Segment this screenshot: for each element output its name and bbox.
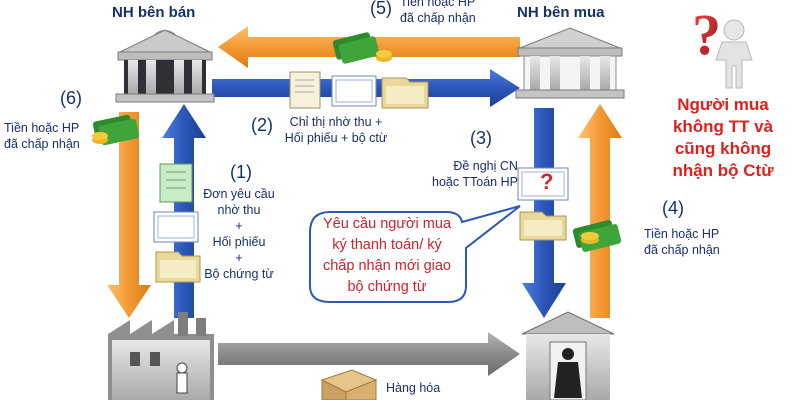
step-2-label: Chỉ thị nhờ thu + Hối phiếu + bộ ctừ — [284, 115, 388, 145]
step-4-label: Tiền hoặc HP đã chấp nhận — [644, 227, 720, 257]
money-icon — [572, 220, 622, 252]
folder-icon — [519, 211, 567, 241]
bill-of-exchange-icon — [153, 211, 199, 243]
step-5-number: (5) — [370, 0, 392, 18]
callout-bubble — [309, 205, 521, 303]
step-4-number: (4) — [662, 198, 684, 218]
step-1-label: Đơn yêu cầu nhờ thu + Hối phiếu + Bộ chứ… — [203, 187, 275, 281]
step-1-number: (1) — [230, 162, 252, 182]
seller-factory-icon — [108, 312, 214, 400]
bill-of-exchange-icon: ? — [517, 167, 569, 201]
bill-of-exchange-icon — [331, 75, 377, 107]
goods-label: Hàng hóa — [386, 381, 441, 395]
step-6-label: Tiền hoặc HP đã chấp nhận — [4, 121, 80, 151]
goods-box-icon — [320, 369, 378, 400]
folder-icon — [155, 251, 201, 283]
callout-text: Yêu cầu người mua ký thanh toán/ ký chấp… — [322, 216, 452, 295]
step-5-label: Tiền hoặc HP đã chấp nhận — [400, 0, 476, 25]
document-icon — [289, 71, 321, 109]
arrow-3-request-to-buyer — [522, 108, 566, 318]
seller-bank-label: NH bên bán — [112, 4, 196, 21]
step-3-label: Đề nghị CN hoặc TToán HP — [432, 159, 518, 189]
folder-icon — [381, 77, 429, 109]
arrow-1-request-to-seller-bank — [162, 104, 206, 318]
svg-text:?: ? — [540, 169, 553, 194]
confused-person-icon: ? — [692, 2, 753, 89]
step-6-number: (6) — [60, 88, 82, 108]
money-icon — [332, 32, 392, 64]
money-icon — [92, 114, 140, 146]
arrow-4-payment-to-buyer-bank — [578, 104, 622, 318]
buyer-house-icon — [521, 311, 615, 400]
buyer-refusal-warning: Người mua không TT và cũng không nhận bộ… — [672, 95, 774, 180]
step-3-number: (3) — [470, 128, 492, 148]
seller-bank-building-icon — [115, 29, 215, 103]
svg-text:?: ? — [692, 2, 721, 67]
buyer-bank-building-icon — [515, 27, 625, 99]
arrow-6-payment-to-seller — [107, 112, 151, 318]
document-icon — [159, 163, 193, 203]
buyer-bank-label: NH bên mua — [517, 4, 605, 21]
step-2-number: (2) — [251, 115, 273, 135]
arrow-goods-to-buyer — [218, 332, 520, 376]
